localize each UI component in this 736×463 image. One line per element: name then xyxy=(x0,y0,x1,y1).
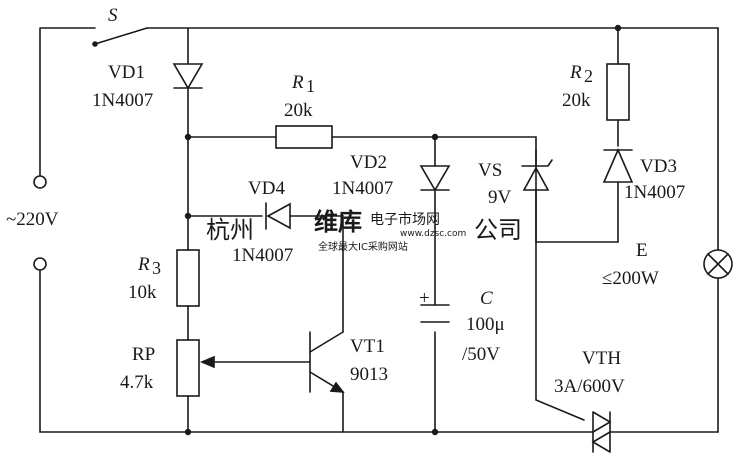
rp-value: 4.7k xyxy=(120,372,154,393)
r2-value: 20k xyxy=(562,90,591,111)
r1-sub: 1 xyxy=(306,76,315,96)
supply-terminal-top xyxy=(33,175,47,189)
vd1-ref: VD1 xyxy=(108,62,145,83)
cap-ref: C xyxy=(480,288,493,309)
watermark-right: 公司 xyxy=(474,216,522,244)
switch-blade xyxy=(94,27,148,45)
vd3-ref: VD3 xyxy=(640,156,677,177)
wire-vd4 xyxy=(187,215,344,333)
watermark: 杭州 维库 电子市场网 www.dzsc.com 全球最大IC采购网站 公司 xyxy=(206,208,522,253)
r3-value: 10k xyxy=(128,282,157,303)
vd2-ref: VD2 xyxy=(350,152,387,173)
vd3-symbol xyxy=(602,148,634,183)
lamp-cross xyxy=(707,253,729,275)
r3-ref: R xyxy=(137,254,150,275)
watermark-brand-sub: 电子市场网 xyxy=(370,211,440,228)
vd2-part: 1N4007 xyxy=(332,178,393,199)
vd1-part: 1N4007 xyxy=(92,90,153,111)
vs-symbol xyxy=(521,159,553,191)
r1-ref: R xyxy=(291,72,304,93)
vth-symbol xyxy=(591,411,612,453)
vt1-ref: VT1 xyxy=(350,336,385,357)
vth-ref: VTH xyxy=(582,348,621,369)
vd3-part: 1N4007 xyxy=(624,182,685,203)
vt1-part: 9013 xyxy=(350,364,388,385)
vt1-collector xyxy=(309,331,344,353)
junction-r1 xyxy=(184,133,192,141)
watermark-tagline: 全球最大IC采购网站 xyxy=(318,240,408,253)
r1-body xyxy=(275,125,333,149)
wire-bottom-left xyxy=(39,269,719,433)
r2-body xyxy=(606,63,630,121)
supply-label: ~220V xyxy=(6,209,59,230)
cap-voltage: /50V xyxy=(462,344,500,365)
switch-label: S xyxy=(108,5,118,26)
r3-sub: 3 xyxy=(152,258,161,278)
junction-bottom-r3 xyxy=(184,428,192,436)
r1-value: 20k xyxy=(284,100,313,121)
vd4-ref: VD4 xyxy=(248,178,285,199)
capacitor-plates xyxy=(420,304,450,323)
lamp-rating: ≤200W xyxy=(602,268,659,289)
watermark-brand: 维库 xyxy=(314,208,362,236)
lamp-ref: E xyxy=(636,240,648,261)
junction-bottom xyxy=(431,428,439,436)
cap-value: 100μ xyxy=(466,314,505,335)
vd2-symbol xyxy=(419,165,451,192)
rp-body xyxy=(176,339,200,397)
vs-ref: VS xyxy=(478,160,502,181)
watermark-url: www.dzsc.com xyxy=(400,229,466,239)
wire-top-left xyxy=(39,27,96,176)
vd4-symbol xyxy=(265,202,291,230)
r2-sub: 2 xyxy=(584,66,593,86)
watermark-left: 杭州 xyxy=(206,216,254,244)
vd4-part: 1N4007 xyxy=(232,245,293,266)
rp-wiper-arrow xyxy=(199,355,215,369)
vt1-emitter-arrow xyxy=(329,381,345,393)
vt1-emitter xyxy=(309,371,344,433)
supply-terminal-bottom xyxy=(33,257,47,271)
lamp-symbol xyxy=(703,249,733,279)
r2-ref: R xyxy=(569,62,582,83)
r3-body xyxy=(176,249,200,307)
junction-vd2 xyxy=(431,133,439,141)
vs-value: 9V xyxy=(488,187,512,208)
junction-r2 xyxy=(614,24,622,32)
junction-vd4 xyxy=(184,212,192,220)
vd1-symbol xyxy=(172,63,204,90)
switch-contact xyxy=(92,41,98,47)
wire-vth-gate xyxy=(535,241,585,421)
cap-polarity: + xyxy=(419,288,430,309)
vth-rating: 3A/600V xyxy=(554,376,625,397)
rp-ref: RP xyxy=(132,344,155,365)
